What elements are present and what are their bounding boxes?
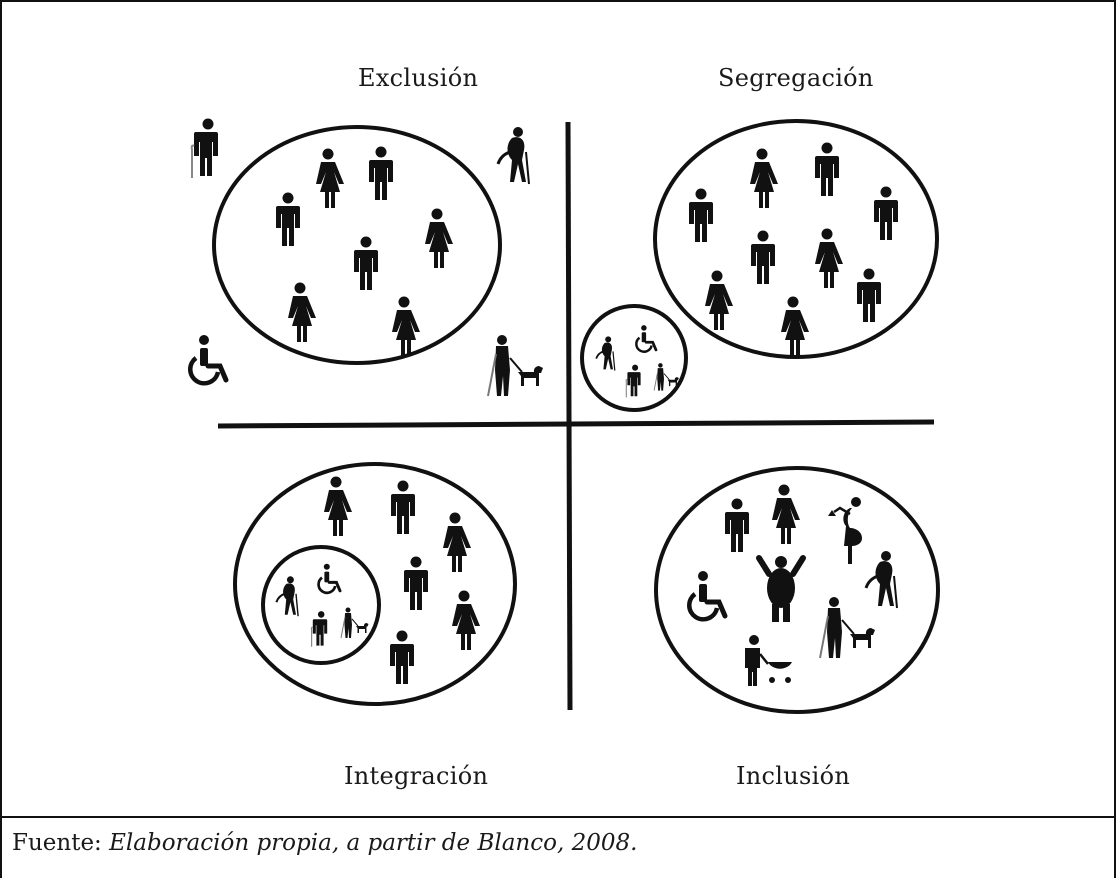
man-with-cane-icon — [310, 610, 328, 648]
man-icon — [751, 230, 775, 284]
exclusion-group-circle — [212, 125, 502, 365]
caption-left-border — [0, 818, 2, 878]
segregation-quadrant — [580, 119, 939, 412]
caption-row: Fuente: Elaboración propia, a partir de … — [0, 818, 1116, 878]
woman-icon — [425, 208, 453, 268]
horizontal-axis — [217, 419, 935, 429]
woman-icon — [392, 296, 420, 356]
exclusion-quadrant — [190, 117, 544, 397]
elderly-person-icon — [864, 549, 899, 610]
inclusion-diagram — [0, 117, 940, 714]
frame-bottom-border — [0, 816, 1116, 818]
person-with-stroller-icon — [743, 633, 794, 688]
inclusion-group-circle — [654, 466, 940, 714]
vertical-axis — [565, 121, 573, 711]
woman-icon — [288, 282, 316, 342]
wheelchair-icon — [190, 335, 226, 383]
woman-icon — [316, 148, 344, 208]
frame-left-border — [0, 0, 2, 818]
segregated-subgroup-circle — [580, 304, 688, 412]
man-icon — [857, 268, 881, 322]
pregnant-woman-icon — [826, 495, 864, 566]
woman-icon — [324, 476, 352, 536]
caption-source: Elaboración propia, a partir de Blanco, … — [109, 830, 638, 856]
elderly-person-icon — [595, 335, 616, 372]
caption-right-border — [1114, 818, 1116, 878]
woman-icon — [705, 270, 733, 330]
integration-quadrant — [233, 462, 517, 706]
woman-icon — [772, 484, 800, 544]
man-icon — [874, 186, 898, 240]
woman-icon — [443, 512, 471, 572]
caption-prefix: Fuente: — [12, 830, 110, 856]
integration-group-circle — [233, 462, 517, 706]
exclusion-label: Exclusión — [358, 64, 479, 92]
blind-person-with-guide-dog-icon — [340, 607, 369, 639]
man-with-cane-icon — [190, 117, 219, 179]
integrated-subgroup-circle — [261, 545, 381, 665]
elderly-person-icon — [275, 575, 300, 618]
segregation-group-circle — [653, 119, 939, 359]
man-icon — [815, 142, 839, 196]
man-icon — [354, 236, 378, 290]
blind-person-with-guide-dog-icon — [819, 596, 876, 659]
wheelchair-icon — [317, 562, 342, 595]
wheelchair-icon — [689, 571, 725, 619]
figure-frame — [0, 0, 1116, 818]
man-icon — [390, 630, 414, 684]
integration-label: Integración — [344, 762, 489, 790]
figure-caption: Fuente: Elaboración propia, a partir de … — [12, 830, 637, 856]
wheelchair-icon — [634, 323, 658, 354]
inclusion-label: Inclusión — [736, 762, 851, 790]
man-icon — [725, 498, 749, 552]
man-with-cane-icon — [625, 364, 642, 398]
blind-person-with-guide-dog-icon — [487, 334, 544, 397]
man-icon — [276, 192, 300, 246]
frame-top-border — [0, 0, 1116, 2]
woman-icon — [781, 296, 809, 356]
woman-icon — [750, 148, 778, 208]
man-icon — [369, 146, 393, 200]
man-icon — [391, 480, 415, 534]
large-person-icon — [759, 556, 803, 622]
segregation-label: Segregación — [718, 64, 874, 92]
frame-right-border — [1114, 0, 1116, 818]
woman-icon — [452, 590, 480, 650]
man-icon — [689, 188, 713, 242]
inclusion-quadrant — [654, 466, 940, 714]
woman-icon — [815, 228, 843, 288]
man-icon — [404, 556, 428, 610]
elderly-person-icon — [496, 125, 531, 186]
